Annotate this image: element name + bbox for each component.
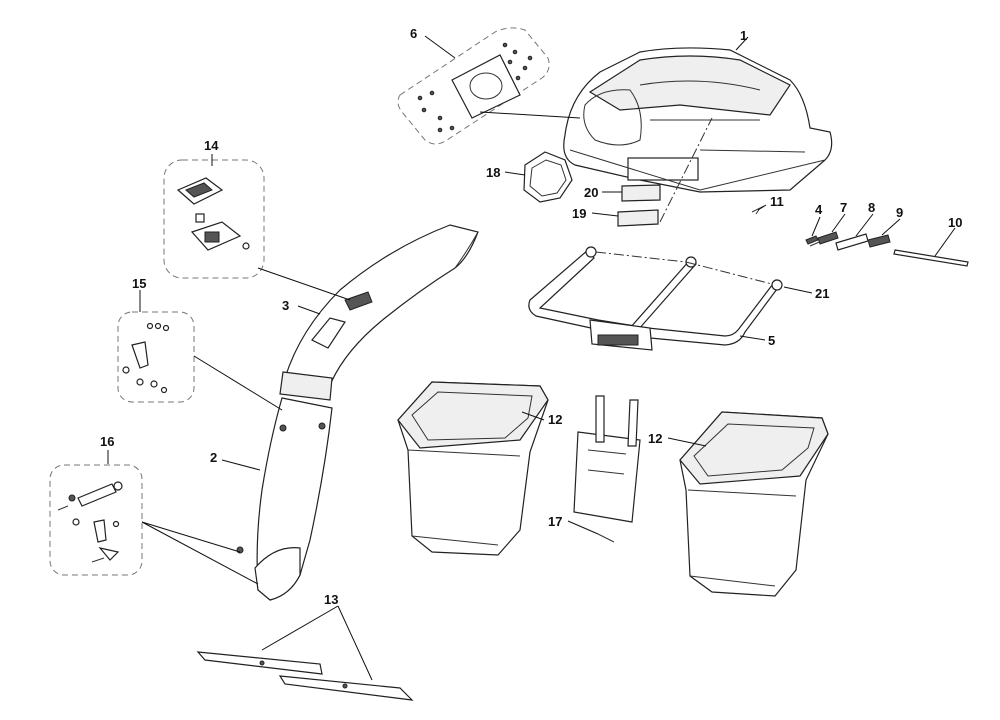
part-10-rod bbox=[893, 249, 969, 267]
callout-12-left: 12 bbox=[548, 412, 562, 427]
callout-10: 10 bbox=[948, 215, 962, 230]
callout-3: 3 bbox=[282, 298, 289, 313]
part-14-switch-kit bbox=[163, 159, 265, 279]
callout-21: 21 bbox=[815, 286, 829, 301]
callout-19: 19 bbox=[572, 206, 586, 221]
callout-4: 4 bbox=[815, 202, 823, 217]
part-16-hinge-kit bbox=[49, 464, 143, 576]
callout-18: 18 bbox=[486, 165, 500, 180]
callout-labels: 1 6 18 20 19 11 4 7 8 9 10 21 5 14 3 15 … bbox=[100, 26, 962, 607]
part-9-spring bbox=[867, 234, 891, 248]
callout-14: 14 bbox=[204, 138, 219, 153]
callout-20: 20 bbox=[584, 185, 598, 200]
callout-11: 11 bbox=[770, 194, 784, 209]
part-7-spring bbox=[817, 231, 839, 245]
callout-16: 16 bbox=[100, 434, 114, 449]
part-20-label bbox=[621, 184, 661, 202]
part-1-top-cover bbox=[563, 47, 833, 193]
part-12-bag-right bbox=[679, 411, 829, 597]
part-19-label bbox=[617, 209, 659, 227]
callout-2: 2 bbox=[210, 450, 217, 465]
part-2-lower-chute bbox=[236, 397, 333, 601]
callout-15: 15 bbox=[132, 276, 146, 291]
part-17-hanger bbox=[573, 395, 641, 543]
callout-12-right: 12 bbox=[648, 431, 662, 446]
callout-5: 5 bbox=[768, 333, 775, 348]
part-13-blades bbox=[196, 651, 414, 701]
callout-17: 17 bbox=[548, 514, 562, 529]
part-15-latch-kit bbox=[117, 311, 195, 403]
part-6-plate-kit bbox=[397, 27, 550, 145]
callout-8: 8 bbox=[868, 200, 875, 215]
callout-9: 9 bbox=[896, 205, 903, 220]
part-18-gasket bbox=[523, 151, 573, 203]
part-12-bag-left bbox=[397, 381, 549, 556]
part-8-sleeve bbox=[835, 233, 869, 251]
callout-1: 1 bbox=[740, 28, 747, 43]
part-5-bag-frame bbox=[528, 246, 783, 351]
part-3-upper-chute bbox=[279, 224, 479, 401]
leader-lines bbox=[107, 35, 956, 681]
callout-7: 7 bbox=[840, 200, 847, 215]
callout-6: 6 bbox=[410, 26, 417, 41]
callout-13: 13 bbox=[324, 592, 338, 607]
